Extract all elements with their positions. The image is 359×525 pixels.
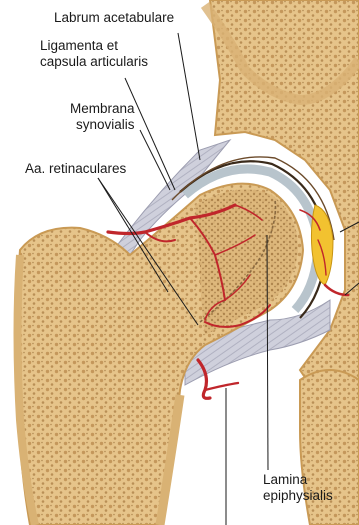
label-labrum-acetabulare: Labrum acetabulare — [54, 10, 174, 26]
membrana-text-line1: Membrana — [70, 101, 135, 117]
label-lamina-epiphysialis: Lamina epiphysialis — [263, 472, 333, 504]
leader-membrana — [140, 130, 170, 190]
membrana-text-line2: synovialis — [70, 117, 135, 133]
label-membrana-synovialis: Membrana synovialis — [70, 101, 135, 133]
ligamenta-text-line1: Ligamenta et — [40, 38, 148, 54]
label-ligamenta-capsula: Ligamenta et capsula articularis — [40, 38, 148, 70]
ligamenta-text-line2: capsula articularis — [40, 54, 148, 70]
femoral-head-dense — [195, 189, 298, 335]
lamina-text-line2: epiphysialis — [263, 488, 333, 504]
leader-ligamenta — [125, 78, 175, 190]
label-aa-retinaculares: Aa. retinaculares — [25, 161, 126, 177]
lamina-text-line1: Lamina — [263, 472, 333, 488]
leader-labrum — [178, 33, 200, 160]
retinaculares-text: Aa. retinaculares — [25, 161, 126, 177]
labrum-text: Labrum acetabulare — [54, 10, 174, 26]
